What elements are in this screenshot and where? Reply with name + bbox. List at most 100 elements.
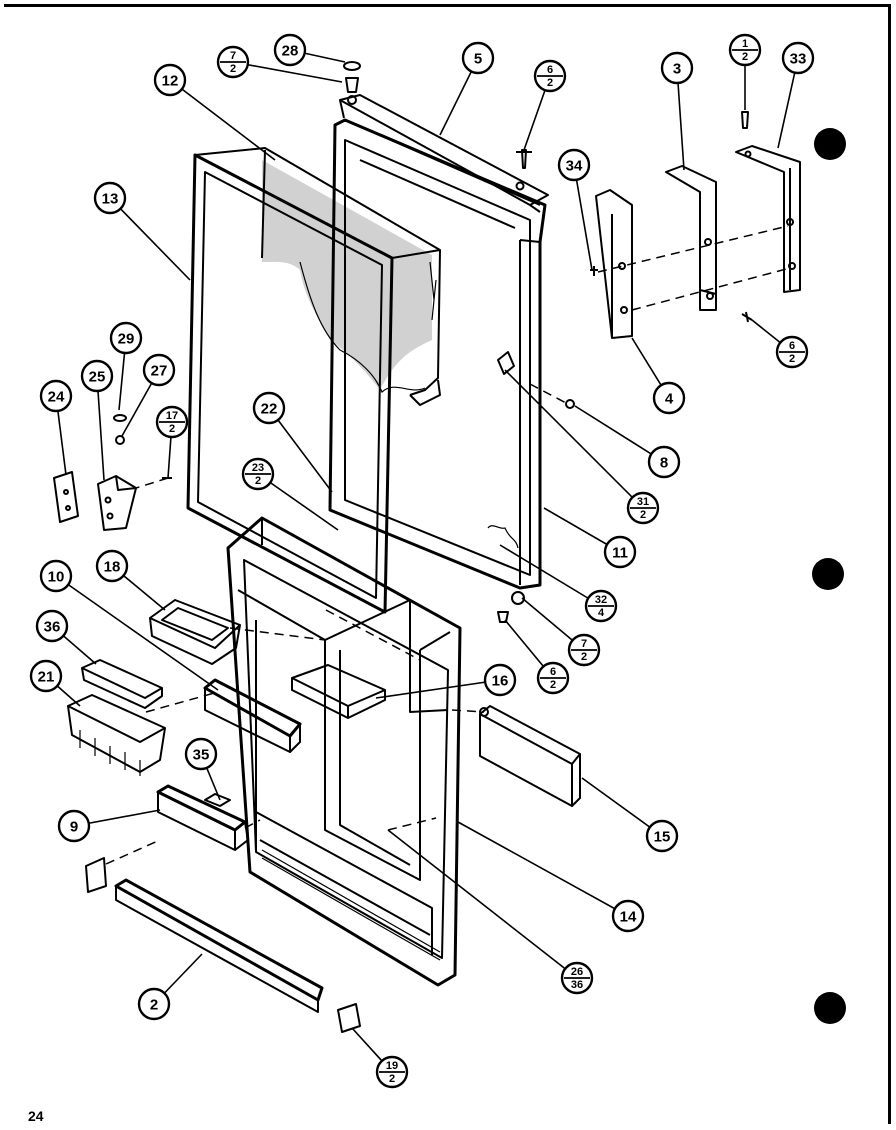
leader-lines [45, 49, 799, 1073]
fraction-bottom: 2 [550, 679, 556, 691]
hinge-bracket-4 [595, 189, 633, 339]
fraction-top: 19 [386, 1060, 398, 1072]
callout-15: 15 [645, 819, 679, 853]
fraction-bottom: 2 [230, 63, 236, 75]
fraction-callout-19-2: 192 [375, 1055, 409, 1089]
binder-hole-b3 [814, 992, 846, 1024]
fraction-top: 32 [595, 594, 607, 606]
callout-label: 2 [150, 997, 158, 1014]
fraction-bottom: 2 [255, 475, 261, 487]
callout-16: 16 [483, 663, 517, 697]
leader-f23-2 [257, 473, 339, 531]
callout-label: 22 [261, 401, 278, 418]
fraction-bottom: 36 [571, 979, 583, 991]
callout-label: 27 [151, 363, 168, 380]
fraction-top: 7 [230, 50, 236, 62]
leader-c16 [375, 679, 501, 699]
shelf-16 [291, 664, 386, 719]
fraction-bottom: 2 [547, 77, 553, 89]
bin-21 [67, 694, 166, 776]
leader-c13 [109, 197, 191, 281]
fraction-callout-6-2: 62 [533, 59, 567, 93]
callout-label: 28 [282, 43, 299, 60]
fraction-top: 1 [742, 38, 748, 50]
leader-c10 [55, 575, 219, 691]
bottom-trim-2 [114, 878, 324, 1013]
shelf-bar-9 [156, 784, 249, 851]
leader-c34 [573, 164, 593, 271]
fraction-bottom: 2 [389, 1073, 395, 1085]
assembly-lines [105, 225, 791, 865]
fraction-callout-6-2: 62 [536, 661, 570, 695]
callout-9: 9 [57, 809, 91, 843]
door-gasket-frame [186, 147, 441, 614]
fraction-bottom: 2 [169, 423, 175, 435]
callout-36: 36 [35, 609, 69, 643]
callout-3: 3 [660, 51, 694, 85]
fraction-top: 17 [166, 410, 178, 422]
leader-c3 [676, 67, 685, 171]
callout-label: 35 [193, 747, 210, 764]
fraction-callout-31-2: 312 [626, 491, 660, 525]
callout-label: 36 [44, 619, 61, 636]
callout-14: 14 [611, 899, 645, 933]
callout-27: 27 [142, 353, 176, 387]
callout-25: 25 [80, 359, 114, 393]
fraction-top: 31 [637, 496, 649, 508]
callout-13: 13 [93, 181, 127, 215]
callout-33: 33 [781, 41, 815, 75]
fraction-callout-6-2: 62 [775, 335, 809, 369]
callout-label: 5 [474, 51, 482, 68]
leader-c22 [268, 407, 333, 493]
callout-24: 24 [39, 379, 73, 413]
fraction-bottom: 2 [581, 651, 587, 663]
callout-label: 11 [612, 545, 628, 562]
callout-label: 3 [673, 61, 681, 78]
fraction-top: 7 [581, 638, 587, 650]
callout-28: 28 [273, 33, 307, 67]
hinge-bracket-33 [735, 145, 801, 293]
callout-label: 24 [48, 389, 65, 406]
fraction-callout-7-2: 72 [216, 45, 250, 79]
fraction-bottom: 2 [742, 51, 748, 63]
page-number: 24 [28, 1108, 44, 1124]
callout-2: 2 [137, 987, 171, 1021]
leader-c15 [581, 777, 663, 837]
leader-c25 [96, 375, 105, 481]
callout-label: 10 [48, 569, 65, 586]
callout-label: 34 [566, 158, 583, 175]
callout-22: 22 [252, 391, 286, 425]
fraction-callout-32-4: 324 [584, 589, 618, 623]
callout-5: 5 [461, 41, 495, 75]
fraction-top: 6 [550, 666, 556, 678]
fraction-bottom: 2 [640, 509, 646, 521]
callout-12: 12 [153, 63, 187, 97]
fraction-callout-23-2: 232 [241, 457, 275, 491]
fraction-callout-17-2: 172 [155, 405, 189, 439]
fraction-top: 6 [547, 64, 553, 76]
leader-f7-2a [232, 61, 343, 83]
binder-hole-b1 [814, 128, 846, 160]
callout-29: 29 [109, 321, 143, 355]
fraction-callout-7-2: 72 [567, 633, 601, 667]
callout-label: 13 [102, 191, 119, 208]
callout-label: 18 [104, 559, 121, 576]
top-hinge-bar [339, 94, 549, 213]
callout-label: 15 [654, 829, 671, 846]
bracket-24 [53, 471, 79, 523]
outer-door-panel [328, 118, 547, 590]
door-bin-18 [149, 599, 241, 665]
callout-4: 4 [652, 381, 686, 415]
callout-8: 8 [647, 445, 681, 479]
rail-15 [479, 705, 581, 807]
leader-f26-36 [387, 829, 578, 979]
callout-label: 9 [70, 819, 78, 836]
callout-label: 21 [38, 669, 55, 686]
fraction-callout-1-2: 12 [728, 33, 762, 67]
leader-c8 [574, 405, 665, 463]
fraction-top: 23 [252, 462, 264, 474]
callout-35: 35 [184, 737, 218, 771]
